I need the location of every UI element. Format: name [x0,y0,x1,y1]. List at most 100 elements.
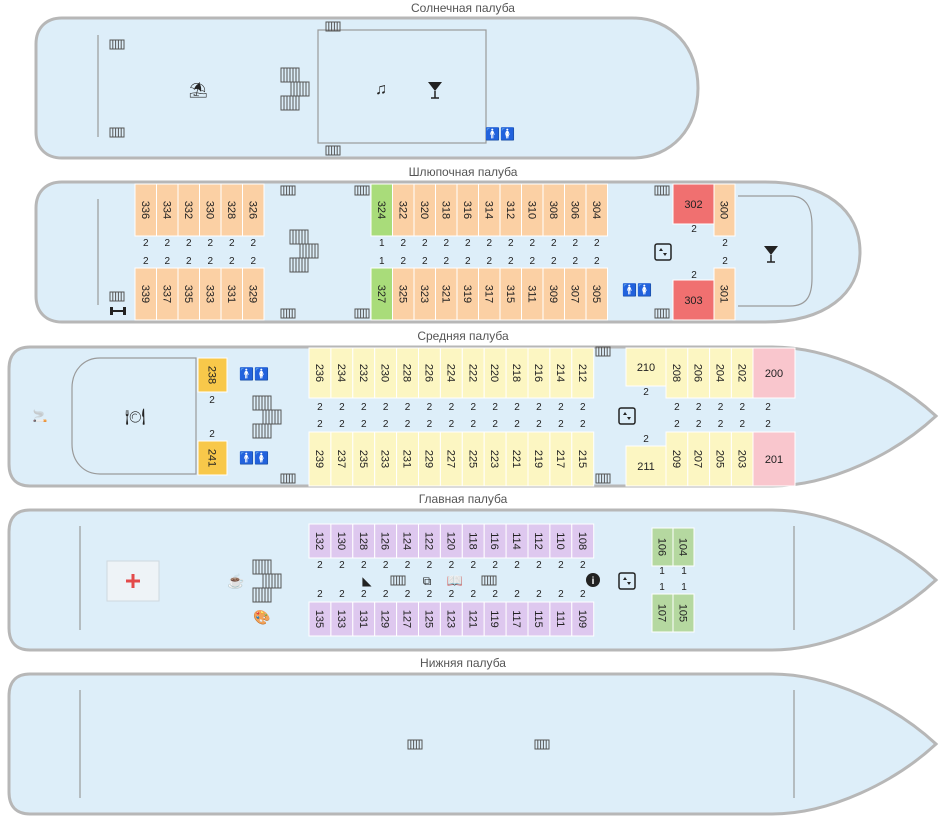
cabin[interactable]: 107 [651,593,674,633]
cabin[interactable]: 202 [730,347,754,399]
cabin[interactable]: 324 [370,183,393,237]
cabin[interactable]: 301 [713,267,736,321]
cabin[interactable]: 209 [665,431,689,487]
cabin[interactable]: 232 [352,347,376,399]
cabin[interactable]: 314 [478,183,501,237]
cabin[interactable]: 212 [571,347,595,399]
cabin[interactable]: 337 [156,267,179,321]
cabin[interactable]: 203 [730,431,754,487]
cabin[interactable]: 127 [396,601,420,637]
cabin[interactable]: 105 [672,593,695,633]
cabin[interactable]: 310 [521,183,544,237]
cabin[interactable]: 236 [308,347,332,399]
cabin[interactable]: 223 [483,431,507,487]
cabin[interactable]: 230 [374,347,398,399]
cabin[interactable]: 124 [396,523,420,559]
cabin[interactable]: 325 [392,267,415,321]
cabin[interactable]: 104 [672,527,695,567]
cabin[interactable]: 211 [625,445,667,487]
cabin[interactable]: 234 [330,347,354,399]
cabin[interactable]: 122 [418,523,441,559]
cabin[interactable]: 306 [564,183,587,237]
cabin[interactable]: 323 [413,267,436,321]
cabin[interactable]: 317 [478,267,501,321]
cabin[interactable]: 315 [499,267,522,321]
cabin[interactable]: 200 [752,347,796,399]
cabin-box[interactable] [571,601,595,637]
cabin[interactable]: 115 [527,601,551,637]
cabin[interactable]: 332 [177,183,200,237]
cabin[interactable]: 215 [571,431,595,487]
cabin-box[interactable] [672,527,695,567]
cabin[interactable]: 217 [549,431,573,487]
cabin[interactable]: 330 [199,183,222,237]
cabin[interactable]: 300 [713,183,736,237]
cabin[interactable]: 108 [571,523,595,559]
cabin[interactable]: 132 [308,523,332,559]
cabin[interactable]: 220 [483,347,507,399]
cabin[interactable]: 304 [585,183,608,237]
cabin[interactable]: 320 [413,183,436,237]
cabin[interactable]: 339 [134,267,157,321]
cabin[interactable]: 123 [439,601,463,637]
cabin[interactable]: 205 [709,431,732,487]
cabin[interactable]: 110 [549,523,573,559]
cabin[interactable]: 204 [709,347,732,399]
cabin[interactable]: 207 [687,431,711,487]
cabin[interactable]: 331 [220,267,243,321]
cabin[interactable]: 114 [505,523,529,559]
cabin[interactable]: 319 [456,267,479,321]
cabin[interactable]: 112 [527,523,551,559]
cabin[interactable]: 135 [308,601,332,637]
cabin[interactable]: 125 [418,601,441,637]
cabin-box[interactable] [571,347,595,399]
cabin-box[interactable] [571,431,595,487]
cabin[interactable]: 309 [542,267,565,321]
cabin-box[interactable] [585,183,608,237]
cabin[interactable]: 237 [330,431,354,487]
cabin[interactable]: 303 [672,279,715,321]
cabin[interactable]: 219 [527,431,551,487]
cabin[interactable]: 238 [197,357,228,393]
cabin[interactable]: 318 [435,183,458,237]
cabin[interactable]: 312 [499,183,522,237]
cabin-box[interactable] [752,431,796,487]
cabin[interactable]: 119 [483,601,507,637]
cabin-box[interactable] [672,183,715,225]
cabin[interactable]: 305 [585,267,608,321]
cabin[interactable]: 221 [505,431,529,487]
cabin[interactable]: 229 [418,431,441,487]
cabin[interactable]: 233 [374,431,398,487]
cabin[interactable]: 109 [571,601,595,637]
cabin[interactable]: 333 [199,267,222,321]
cabin-box[interactable] [752,347,796,399]
cabin[interactable]: 128 [352,523,376,559]
cabin-box[interactable] [242,267,265,321]
cabin[interactable]: 327 [370,267,393,321]
cabin[interactable]: 239 [308,431,332,487]
cabin[interactable]: 302 [672,183,715,225]
cabin[interactable]: 210 [625,347,667,387]
cabin[interactable]: 235 [352,431,376,487]
cabin[interactable]: 307 [564,267,587,321]
cabin[interactable]: 214 [549,347,573,399]
cabin-box[interactable] [242,183,265,237]
cabin[interactable]: 208 [665,347,689,399]
cabin[interactable]: 206 [687,347,711,399]
cabin[interactable]: 116 [483,523,507,559]
cabin[interactable]: 130 [330,523,354,559]
cabin[interactable]: 335 [177,267,200,321]
cabin[interactable]: 228 [396,347,420,399]
cabin[interactable]: 106 [651,527,674,567]
cabin[interactable]: 311 [521,267,544,321]
cabin-box[interactable] [571,523,595,559]
cabin-box[interactable] [672,593,695,633]
cabin[interactable]: 227 [439,431,463,487]
cabin[interactable]: 201 [752,431,796,487]
cabin-box[interactable] [672,279,715,321]
cabin[interactable]: 117 [505,601,529,637]
cabin[interactable]: 226 [418,347,441,399]
cabin[interactable]: 326 [242,183,265,237]
cabin[interactable]: 225 [461,431,485,487]
cabin[interactable]: 316 [456,183,479,237]
